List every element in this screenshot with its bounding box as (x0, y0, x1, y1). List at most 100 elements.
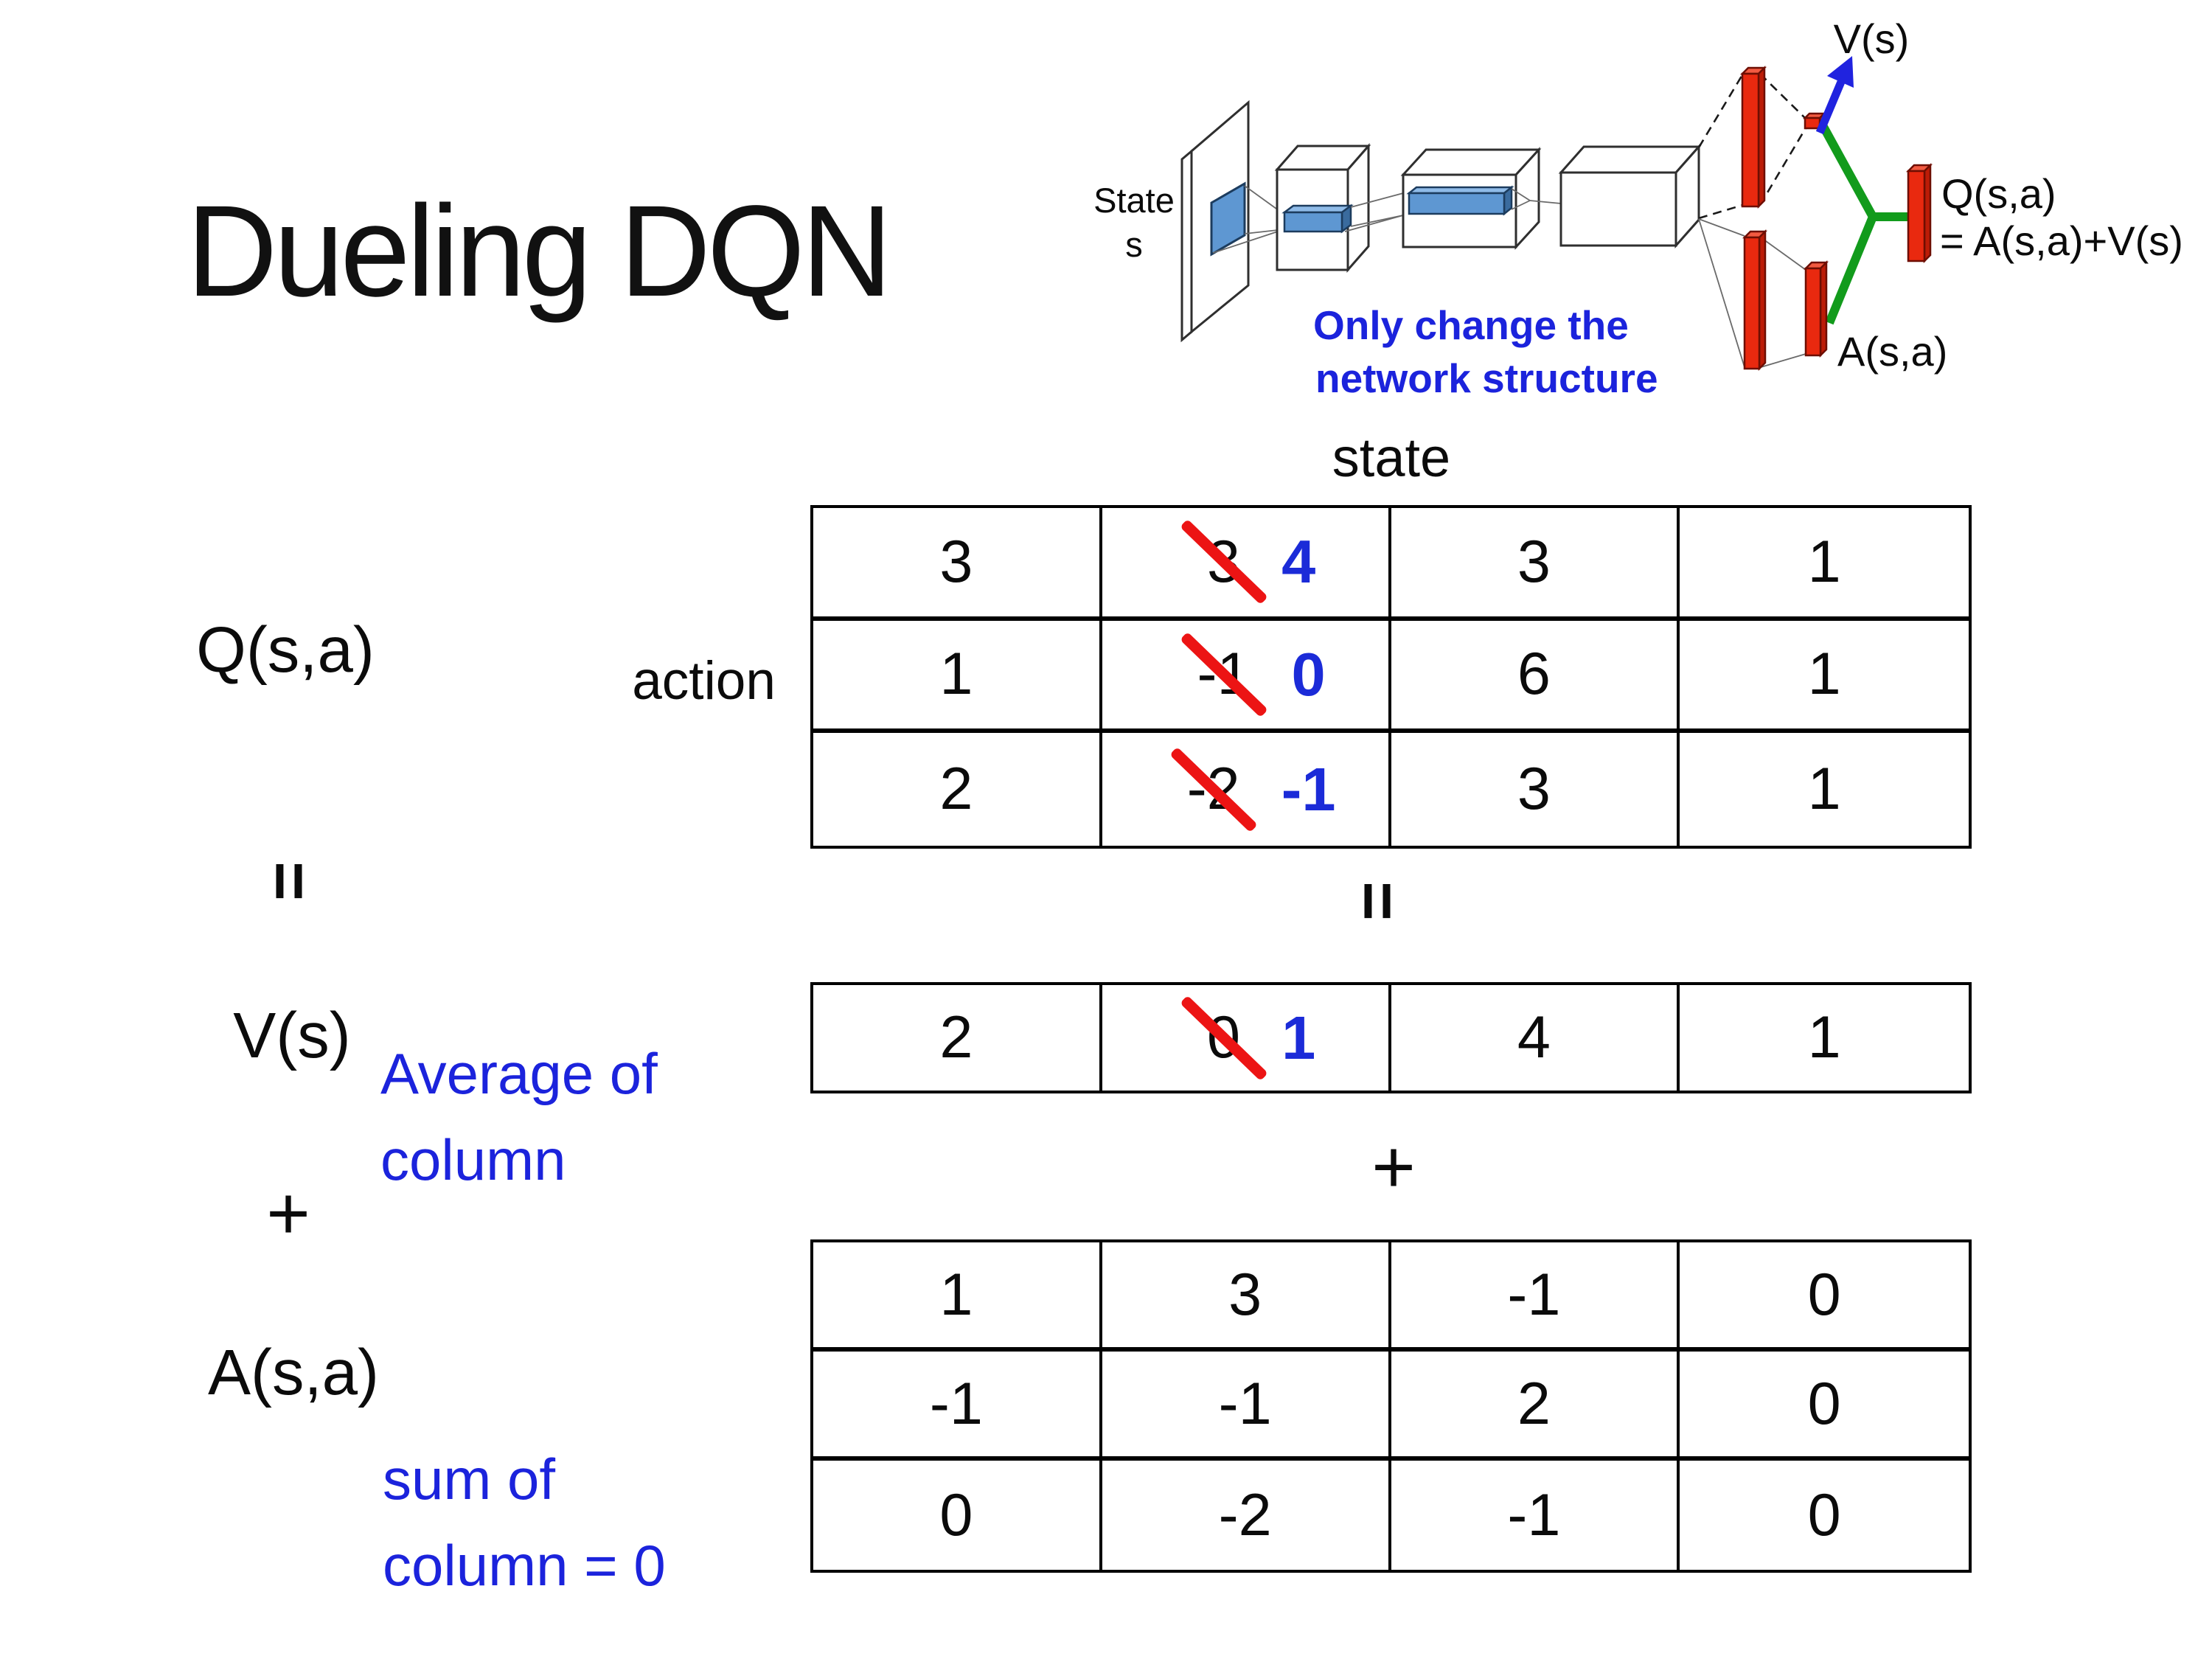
replacement-value: 1 (1281, 1003, 1316, 1072)
fc-bar-value-hidden (1739, 65, 1767, 209)
cell-value: 0 (939, 1481, 973, 1548)
fc-box (1558, 144, 1702, 248)
cell-value: 3 (1517, 756, 1551, 823)
table-cell: 3 (1391, 733, 1680, 846)
struck-value: -1 (1179, 631, 1268, 718)
cell-value: -2 (1218, 1481, 1272, 1548)
cell-value: 0 (1807, 1370, 1841, 1437)
replacement-value: -1 (1281, 754, 1336, 824)
strike-line (1179, 519, 1268, 605)
cell-value: 1 (1807, 528, 1841, 595)
fan-lines-2 (1344, 192, 1404, 232)
q-bar (1905, 162, 1933, 264)
table-cell: -1 (1391, 1461, 1680, 1570)
table-cell: 0 (1680, 1352, 1969, 1461)
table-cell: 01 (1102, 985, 1391, 1091)
struck-value: 0 (1179, 995, 1268, 1081)
q-equation-label: Q(s,a) (196, 614, 375, 686)
cell-value: 2 (1517, 1370, 1551, 1437)
table-cell: 4 (1391, 985, 1680, 1091)
network-diagram: State s V(s) Q(s,a) = A(s,a)+V(s) A(s,a)… (1093, 15, 2183, 401)
state-label-s: s (1125, 225, 1143, 264)
cell-value: 6 (1517, 641, 1551, 708)
table-cell: -1 (813, 1352, 1102, 1461)
cell-value: 2 (939, 1004, 973, 1071)
average-note-line1: Average of (380, 1041, 658, 1106)
table-cell: -2 (1102, 1461, 1391, 1570)
strike-line (1179, 995, 1268, 1081)
cell-value: 4 (1517, 1004, 1551, 1071)
cell-value: 1 (939, 1261, 973, 1328)
cell-value: 1 (1807, 1004, 1841, 1071)
equals-between-tables: = (1340, 881, 1416, 921)
a-out-label: A(s,a) (1837, 328, 1947, 375)
replacement-value: 0 (1291, 639, 1326, 709)
fc-bar-adv-hidden (1742, 229, 1768, 372)
sum-note: sum of column = 0 (383, 1436, 666, 1609)
cell-value: 1 (1807, 756, 1841, 823)
table-cell: 1 (813, 1242, 1102, 1352)
equals-left: = (251, 861, 327, 901)
state-axis-label: state (1332, 427, 1451, 488)
merge-lines (1818, 123, 1911, 325)
v-equation-label: V(s) (233, 1000, 351, 1071)
strike-line (1179, 631, 1268, 718)
average-note: Average of column (380, 1031, 658, 1203)
struck-value: 3 (1179, 519, 1268, 605)
cell-value: 3 (1228, 1261, 1262, 1328)
average-note-line2: column (380, 1127, 566, 1192)
table-cell: -1 (1391, 1242, 1680, 1352)
cell-value: 0 (1807, 1261, 1841, 1328)
cell-value: 1 (939, 641, 973, 708)
solid-connections (1698, 218, 1806, 368)
note-line-1: Only change the (1313, 302, 1629, 348)
feature-slab-1 (1281, 204, 1354, 234)
replacement-value: 4 (1281, 527, 1316, 597)
fan-lines-3 (1511, 188, 1562, 210)
sum-note-line2: column = 0 (383, 1533, 666, 1598)
cell-value: -1 (1507, 1261, 1561, 1328)
cell-value: 0 (1807, 1481, 1841, 1548)
v-arrow (1815, 56, 1854, 135)
v-out-label: V(s) (1834, 15, 1910, 62)
a-equation-label: A(s,a) (207, 1337, 380, 1408)
table-cell: 1 (1680, 621, 1969, 734)
cell-value: 2 (939, 756, 973, 823)
conv-filter-patch (1210, 181, 1246, 257)
table-cell: 3 (1102, 1242, 1391, 1352)
q-out-label-1: Q(s,a) (1941, 170, 2056, 217)
table-cell: 0 (813, 1461, 1102, 1570)
a-value-table: 1 3 -1 0 -1 -1 2 0 0 -2 -1 0 (810, 1239, 1972, 1573)
cell-value: -1 (1507, 1481, 1561, 1548)
table-cell: 34 (1102, 508, 1391, 621)
plus-between-tables: + (1371, 1124, 1416, 1209)
table-cell: 3 (1391, 508, 1680, 621)
strike-line (1169, 746, 1258, 832)
table-cell: 1 (813, 620, 1102, 734)
q-out-label-2: = A(s,a)+V(s) (1940, 218, 2183, 264)
cell-value: -1 (1218, 1370, 1272, 1437)
table-cell: 3 (813, 508, 1102, 621)
table-cell: 1 (1680, 508, 1969, 621)
v-value-table: 20141 (810, 982, 1972, 1093)
table-cell: 0 (1680, 1242, 1969, 1352)
table-cell: -1 (1102, 1352, 1391, 1461)
note-line-2: network structure (1315, 355, 1658, 401)
feature-slab-2 (1406, 185, 1514, 216)
cell-value: 3 (939, 528, 973, 595)
a-bar (1803, 260, 1829, 358)
state-label: State (1093, 181, 1175, 220)
cell-value: -1 (929, 1370, 983, 1437)
slide-title: Dueling DQN (187, 179, 892, 324)
table-cell: 6 (1391, 620, 1680, 734)
cell-value: 3 (1517, 528, 1551, 595)
cell-value: 1 (1807, 641, 1841, 708)
table-cell: -2-1 (1102, 733, 1391, 846)
table-cell: 2 (813, 733, 1102, 846)
table-cell: 1 (1680, 985, 1969, 1091)
sum-note-line1: sum of (383, 1447, 556, 1512)
table-cell: 0 (1680, 1461, 1969, 1570)
table-cell: 2 (813, 985, 1102, 1091)
plus-left: + (266, 1171, 310, 1256)
